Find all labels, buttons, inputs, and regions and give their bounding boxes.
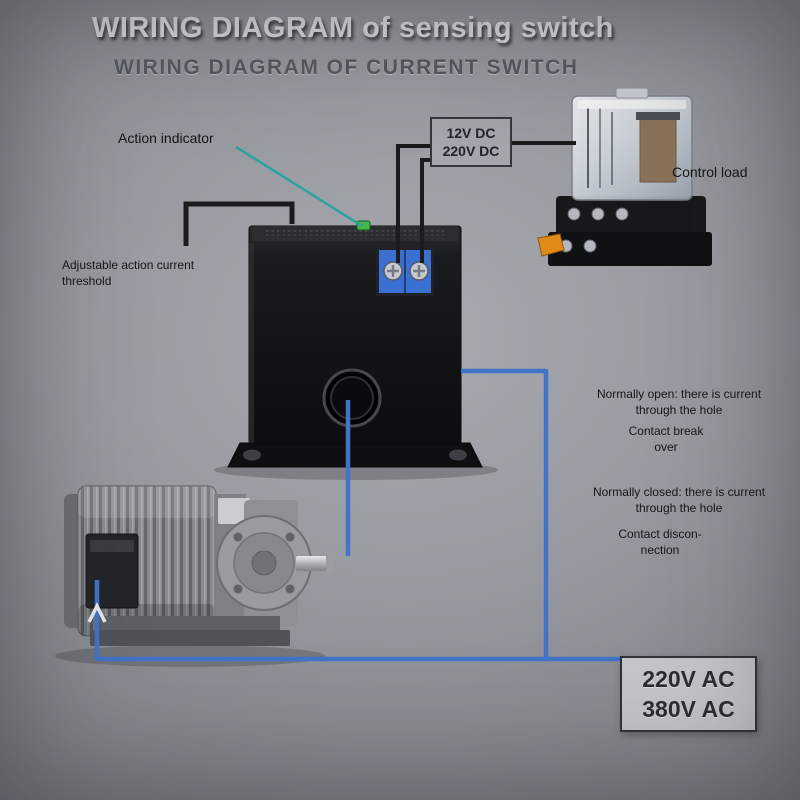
threshold-pointer-line [183, 201, 295, 246]
label-contact-disconnection: Contact discon- nection [618, 527, 702, 557]
ac-voltage-line-1: 220V AC [642, 666, 735, 692]
dc-voltage-line-2: 220V DC [442, 142, 500, 159]
label-normally-closed: Normally closed: there is current throug… [592, 485, 766, 515]
dc-voltage-line-1: 12V DC [446, 124, 496, 141]
dc-wire-left [396, 144, 430, 263]
gearbox-hub [251, 550, 277, 576]
relay-cover-highlight [578, 100, 686, 109]
label-control-load: Control load [672, 164, 748, 180]
page-subtitle: WIRING DIAGRAM OF CURRENT SWITCH [114, 56, 579, 79]
relay-terminal-screw [591, 207, 605, 221]
switch-top-face [252, 226, 458, 241]
gear-motor-illustration [55, 485, 334, 667]
action-indicator-pointer-line [235, 145, 363, 228]
relay-terminal-screw [583, 239, 597, 253]
relay-coil [639, 117, 677, 183]
mounting-hole [449, 449, 467, 461]
motor-shaft [296, 556, 330, 571]
relay-top-bracket [615, 87, 649, 99]
gearbox-bolt [285, 584, 295, 594]
motor-baseplate [90, 630, 290, 646]
motor-nameplate [218, 498, 250, 524]
dc-supply-box: 12V DC 220V DC [430, 117, 512, 167]
relay-orange-clip [537, 233, 565, 257]
ac-supply-box: 220V AC 380V AC [620, 656, 757, 732]
gearbox-bolt [233, 532, 243, 542]
dc-wire-right [420, 158, 430, 263]
gearbox-bolt [233, 584, 243, 594]
ac-voltage-line-2: 380V AC [642, 696, 735, 722]
wiring-lines [87, 141, 622, 662]
label-normally-open: Normally open: there is current through … [596, 387, 762, 417]
page-title: WIRING DIAGRAM of sensing switch [92, 12, 614, 44]
relay-terminal-screw [567, 207, 581, 221]
switch-mounting-flange [227, 442, 483, 468]
terminal-block [376, 243, 434, 296]
relay-socket-rail [548, 232, 712, 266]
mounting-hole [243, 449, 261, 461]
motor-terminal-box-lid [90, 540, 134, 552]
switch-edge-highlight [249, 243, 254, 443]
current-direction-arrow [87, 602, 107, 623]
relay-illustration [537, 87, 712, 266]
motor-body-highlight [78, 486, 216, 518]
motor-shadow [55, 645, 325, 667]
gearbox-bolt [285, 532, 295, 542]
current-switch-illustration [214, 220, 498, 480]
label-contact-break-over: Contact break over [628, 424, 704, 454]
label-adjustable-threshold: Adjustable action current threshold [62, 258, 195, 288]
motor-foot [100, 616, 280, 632]
label-action-indicator: Action indicator [118, 130, 214, 146]
relay-terminal-screw [615, 207, 629, 221]
sensing-hole-inner [330, 376, 374, 420]
action-indicator-led [356, 220, 371, 231]
relay-coil-frame [636, 112, 680, 120]
motor-shaft-tip [326, 554, 334, 573]
